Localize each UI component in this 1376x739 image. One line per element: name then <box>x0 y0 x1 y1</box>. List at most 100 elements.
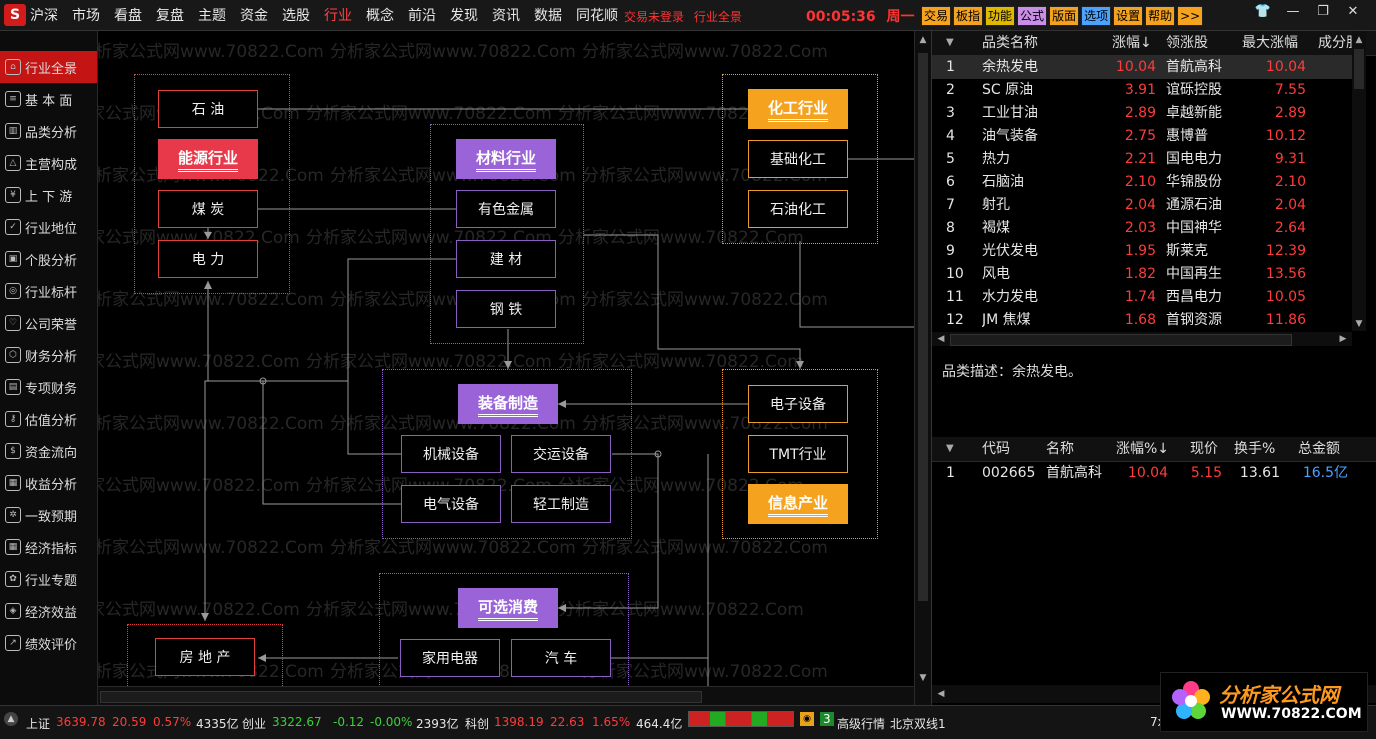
sidebar-item-1[interactable]: ≡基 本 面 <box>0 83 97 115</box>
sidebar-item-7[interactable]: ◎行业标杆 <box>0 275 97 307</box>
close-icon[interactable]: ✕ <box>1347 4 1359 19</box>
diagram-horizontal-scrollbar[interactable] <box>98 686 914 706</box>
menu-2[interactable]: 看盘 <box>114 8 142 24</box>
feed-type[interactable]: 高级行情 <box>837 717 886 731</box>
sidebar-item-12[interactable]: $资金流向 <box>0 435 97 467</box>
sidebar-item-8[interactable]: ♡公司荣誉 <box>0 307 97 339</box>
scroll-left-icon[interactable]: ◀ <box>937 689 945 699</box>
node-tmt[interactable]: TMT行业 <box>748 435 848 473</box>
sidebar-item-14[interactable]: ✲一致预期 <box>0 499 97 531</box>
sidebar-item-10[interactable]: ▤专项财务 <box>0 371 97 403</box>
col-category-name[interactable]: 品类名称 <box>982 35 1038 51</box>
menu-7[interactable]: 行业 <box>324 8 352 24</box>
node-coal[interactable]: 煤 炭 <box>158 190 258 228</box>
sidebar-item-16[interactable]: ✿行业专题 <box>0 563 97 595</box>
node-electronic-equipment[interactable]: 电子设备 <box>748 385 848 423</box>
category-hscroll-thumb[interactable] <box>950 334 1292 346</box>
menu-0[interactable]: 沪深 <box>30 8 58 24</box>
menu-3[interactable]: 复盘 <box>156 8 184 24</box>
sidebar-item-3[interactable]: △主营构成 <box>0 147 97 179</box>
node-nonferrous[interactable]: 有色金属 <box>456 190 556 228</box>
category-table-scrollbar[interactable]: ▲ ▼ <box>1352 31 1366 331</box>
node-petrochemicals[interactable]: 石油化工 <box>748 190 848 228</box>
col-pct-change[interactable]: 涨幅%↓ <box>1116 441 1170 457</box>
scroll-right-icon[interactable]: ▶ <box>1339 334 1347 344</box>
toolbar-button-0[interactable]: 交易 <box>921 6 952 26</box>
node-machinery[interactable]: 机械设备 <box>401 435 501 473</box>
col-code[interactable]: 代码 <box>982 441 1010 457</box>
node-appliances[interactable]: 家用电器 <box>400 639 500 677</box>
header-energy[interactable]: 能源行业 <box>158 139 258 179</box>
col-amount[interactable]: 总金额 <box>1298 441 1340 457</box>
node-autos[interactable]: 汽 车 <box>511 639 611 677</box>
feed-line[interactable]: 北京双线1 <box>890 717 946 731</box>
sidebar-item-0[interactable]: ⌂行业全景 <box>0 51 97 83</box>
toolbar-button-7[interactable]: 帮助 <box>1145 6 1176 26</box>
index-kc-label[interactable]: 科创 <box>465 717 490 731</box>
sidebar-item-4[interactable]: ¥上 下 游 <box>0 179 97 211</box>
col-max-change[interactable]: 最大涨幅 <box>1242 35 1298 51</box>
col-name[interactable]: 名称 <box>1046 441 1074 457</box>
shirt-icon[interactable]: 👕 <box>1254 4 1272 19</box>
menu-12[interactable]: 数据 <box>534 8 562 24</box>
menu-6[interactable]: 选股 <box>282 8 310 24</box>
header-chemical[interactable]: 化工行业 <box>748 89 848 129</box>
restore-icon[interactable]: ❐ <box>1317 4 1329 19</box>
node-basic-chemicals[interactable]: 基础化工 <box>748 140 848 178</box>
diagram-vertical-thumb[interactable] <box>918 53 928 601</box>
diagram-horizontal-thumb[interactable] <box>100 691 702 703</box>
sidebar-item-6[interactable]: ▣个股分析 <box>0 243 97 275</box>
node-oil[interactable]: 石 油 <box>158 90 258 128</box>
trade-login-status[interactable]: 交易未登录 <box>624 10 685 24</box>
scroll-left-icon[interactable]: ◀ <box>937 334 945 344</box>
toolbar-button-1[interactable]: 板指 <box>953 6 984 26</box>
status-expand-icon[interactable]: ▲ <box>4 712 18 726</box>
toolbar-button-4[interactable]: 版面 <box>1049 6 1080 26</box>
scroll-down-icon[interactable]: ▼ <box>1355 319 1363 329</box>
toolbar-button-5[interactable]: 选项 <box>1081 6 1112 26</box>
sidebar-item-11[interactable]: ⚷估值分析 <box>0 403 97 435</box>
diagram-vertical-scrollbar[interactable]: ▲ ▼ <box>914 31 931 705</box>
node-light-industry[interactable]: 轻工制造 <box>511 485 611 523</box>
header-materials[interactable]: 材料行业 <box>456 139 556 179</box>
node-transport-equipment[interactable]: 交运设备 <box>511 435 611 473</box>
menu-4[interactable]: 主题 <box>198 8 226 24</box>
menu-1[interactable]: 市场 <box>72 8 100 24</box>
category-hscrollbar[interactable]: ◀ ▶ <box>932 332 1352 346</box>
node-power[interactable]: 电 力 <box>158 240 258 278</box>
col-change[interactable]: 涨幅↓ <box>1112 35 1152 51</box>
header-info[interactable]: 信息产业 <box>748 484 848 524</box>
sidebar-item-18[interactable]: ↗绩效评价 <box>0 627 97 659</box>
minimize-icon[interactable]: — <box>1286 4 1300 19</box>
node-building-materials[interactable]: 建 材 <box>456 240 556 278</box>
sort-menu-icon[interactable]: ▼ <box>946 443 954 454</box>
node-electrical-equipment[interactable]: 电气设备 <box>401 485 501 523</box>
header-equipment[interactable]: 装备制造 <box>458 384 558 424</box>
scroll-down-icon[interactable]: ▼ <box>919 673 927 683</box>
col-turnover[interactable]: 换手% <box>1234 441 1276 457</box>
col-leader[interactable]: 领涨股 <box>1166 35 1208 51</box>
app-logo[interactable]: S <box>4 4 26 26</box>
sidebar-item-13[interactable]: ▦收益分析 <box>0 467 97 499</box>
toolbar-button-3[interactable]: 公式 <box>1017 6 1048 26</box>
scroll-up-icon[interactable]: ▲ <box>1355 35 1363 45</box>
header-consumer[interactable]: 可选消费 <box>458 588 558 628</box>
sidebar-item-9[interactable]: ⬡财务分析 <box>0 339 97 371</box>
menu-5[interactable]: 资金 <box>240 8 268 24</box>
index-sh-label[interactable]: 上证 <box>26 717 51 731</box>
menu-13[interactable]: 同花顺 <box>576 8 618 24</box>
sidebar-item-15[interactable]: ▦经济指标 <box>0 531 97 563</box>
toolbar-button-2[interactable]: 功能 <box>985 6 1016 26</box>
